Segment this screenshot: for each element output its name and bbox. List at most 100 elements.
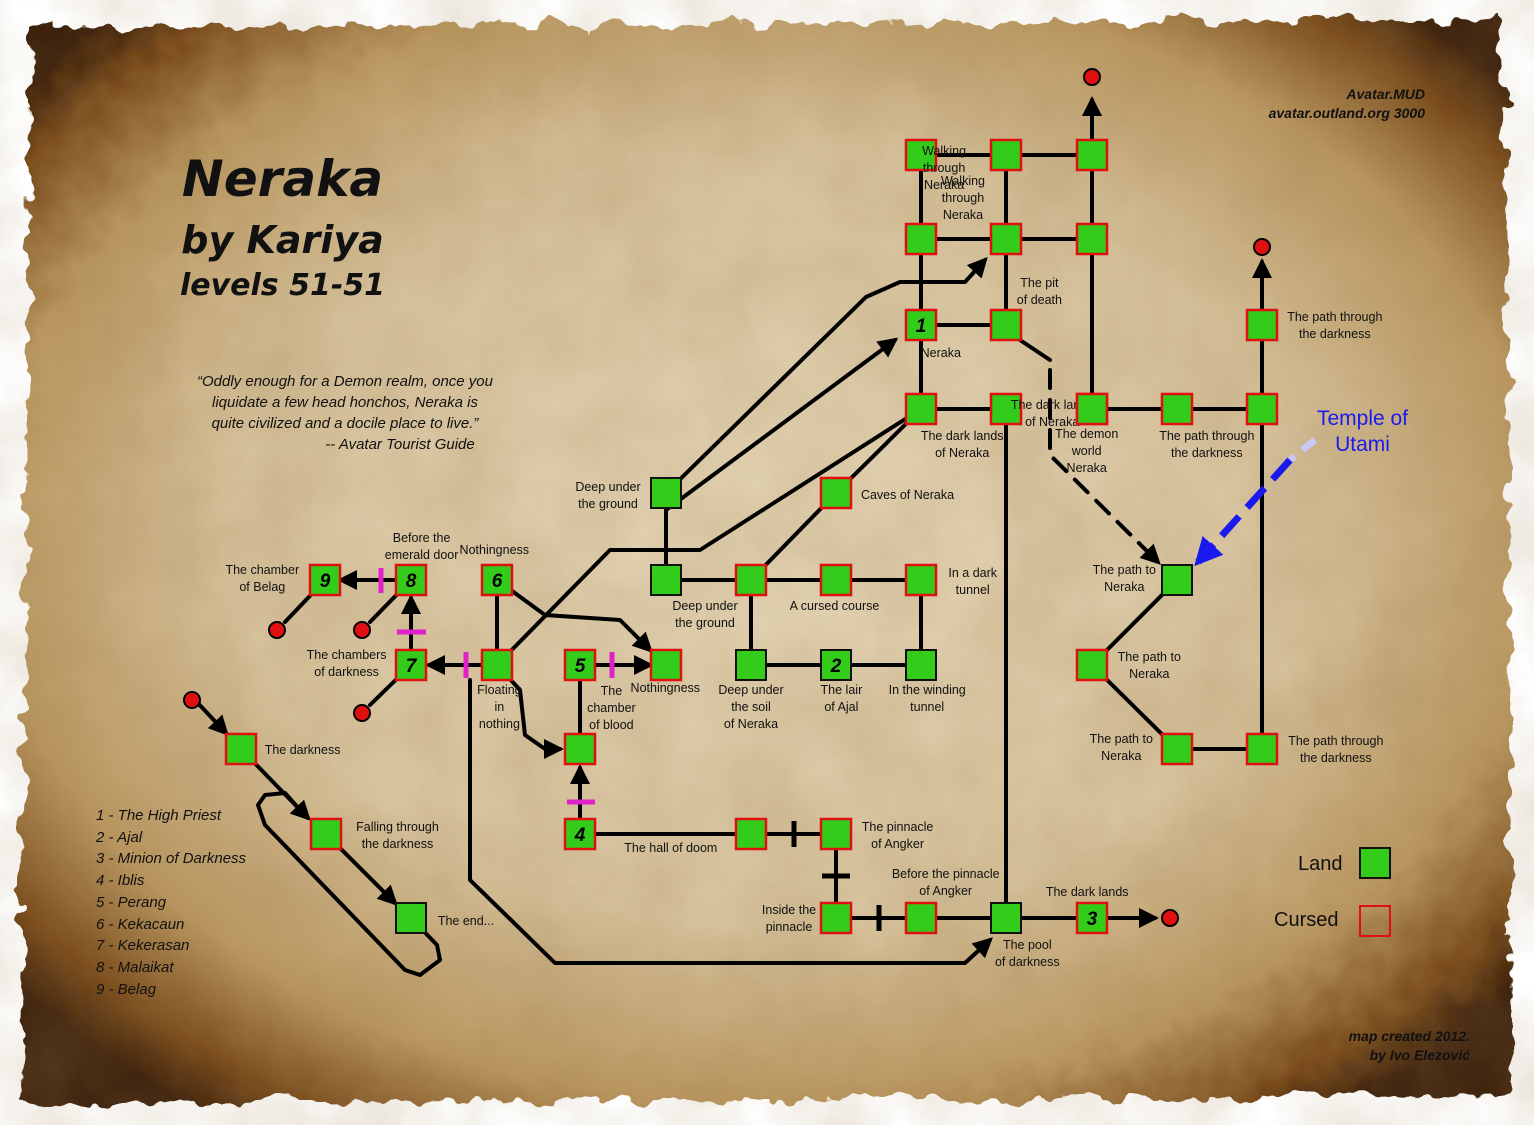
room-label: Nothingness <box>460 543 530 557</box>
quote-line: liquidate a few head honchos, Neraka is <box>211 394 478 411</box>
cursed-room-square <box>904 222 938 256</box>
cursed-room-square <box>224 732 258 766</box>
temple-label-line: Temple of <box>1316 407 1409 430</box>
credit-line: map created 2012. <box>1348 1028 1470 1044</box>
boss-number: 2 <box>830 656 842 677</box>
cursed-room-square <box>904 563 938 597</box>
boss-number: 4 <box>574 825 586 846</box>
boss-legend-item: 4 - Iblis <box>96 872 145 890</box>
land-room-square <box>990 902 1022 934</box>
room-label: The darkness <box>265 743 341 757</box>
quote-line: “Oddly enough for a Demon realm, once yo… <box>197 373 493 390</box>
boss-number: 6 <box>492 571 503 592</box>
map-title: Neraka <box>181 150 384 208</box>
room: The end... <box>395 902 494 934</box>
land-room-square <box>395 902 427 934</box>
cursed-room-square <box>394 563 428 597</box>
cursed-room-square <box>1075 392 1109 426</box>
cursed-room-square <box>734 817 768 851</box>
cursed-room-square <box>1160 392 1194 426</box>
room-label: The end... <box>438 914 494 928</box>
cursed-room-square <box>904 392 938 426</box>
exit-marker <box>1253 238 1271 256</box>
server-name: Avatar.MUD <box>1346 86 1425 102</box>
key-cursed-label: Cursed <box>1274 909 1339 931</box>
map-credits: map created 2012. by Ivo Elezović <box>1245 1027 1470 1065</box>
map-author: by Kariya <box>181 218 384 262</box>
cursed-room-square <box>309 817 343 851</box>
land-room-square <box>820 649 852 681</box>
temple-of-utami-label: Temple of Utami <box>1300 406 1425 458</box>
cursed-room-square <box>1075 901 1109 935</box>
room <box>734 817 768 851</box>
cursed-room-square <box>1075 648 1109 682</box>
boss-number: 9 <box>320 571 331 592</box>
land-room-square <box>650 564 682 596</box>
room <box>1075 138 1109 172</box>
boss-legend-item: 5 - Perang <box>96 893 167 911</box>
cursed-room-square <box>989 308 1023 342</box>
room: A cursed course <box>790 563 880 613</box>
boss-legend-item: 1 - The High Priest <box>96 807 222 824</box>
cursed-room-square <box>1160 732 1194 766</box>
room-type-key: Land Cursed <box>1270 846 1400 946</box>
server-address: avatar.outland.org 3000 <box>1268 105 1425 121</box>
cursed-room-square <box>1245 308 1279 342</box>
room <box>734 563 768 597</box>
exit-marker <box>1083 68 1101 86</box>
boss-legend-item: 9 - Belag <box>96 980 157 998</box>
cursed-room-square <box>394 648 428 682</box>
exit-marker <box>1161 909 1179 927</box>
room-label: Nothingness <box>631 681 701 695</box>
credit-line: by Ivo Elezović <box>1369 1047 1470 1063</box>
boss-room: 6 Nothingness <box>460 543 530 597</box>
boss-legend: 1 - The High Priest 2 - Ajal 3 - Minion … <box>96 805 246 1000</box>
cursed-room-square <box>989 392 1023 426</box>
land-room-square <box>650 477 682 509</box>
room <box>989 222 1023 256</box>
boss-legend-item: 8 - Malaikat <box>96 958 174 976</box>
boss-number: 1 <box>916 316 927 337</box>
cursed-room-square <box>904 138 938 172</box>
room-label: A cursed course <box>790 599 880 613</box>
boss-number: 8 <box>406 571 417 592</box>
cursed-room-square <box>1075 138 1109 172</box>
cursed-room-square <box>819 476 853 510</box>
key-land-label: Land <box>1298 853 1343 875</box>
room: Nothingness <box>631 648 701 695</box>
